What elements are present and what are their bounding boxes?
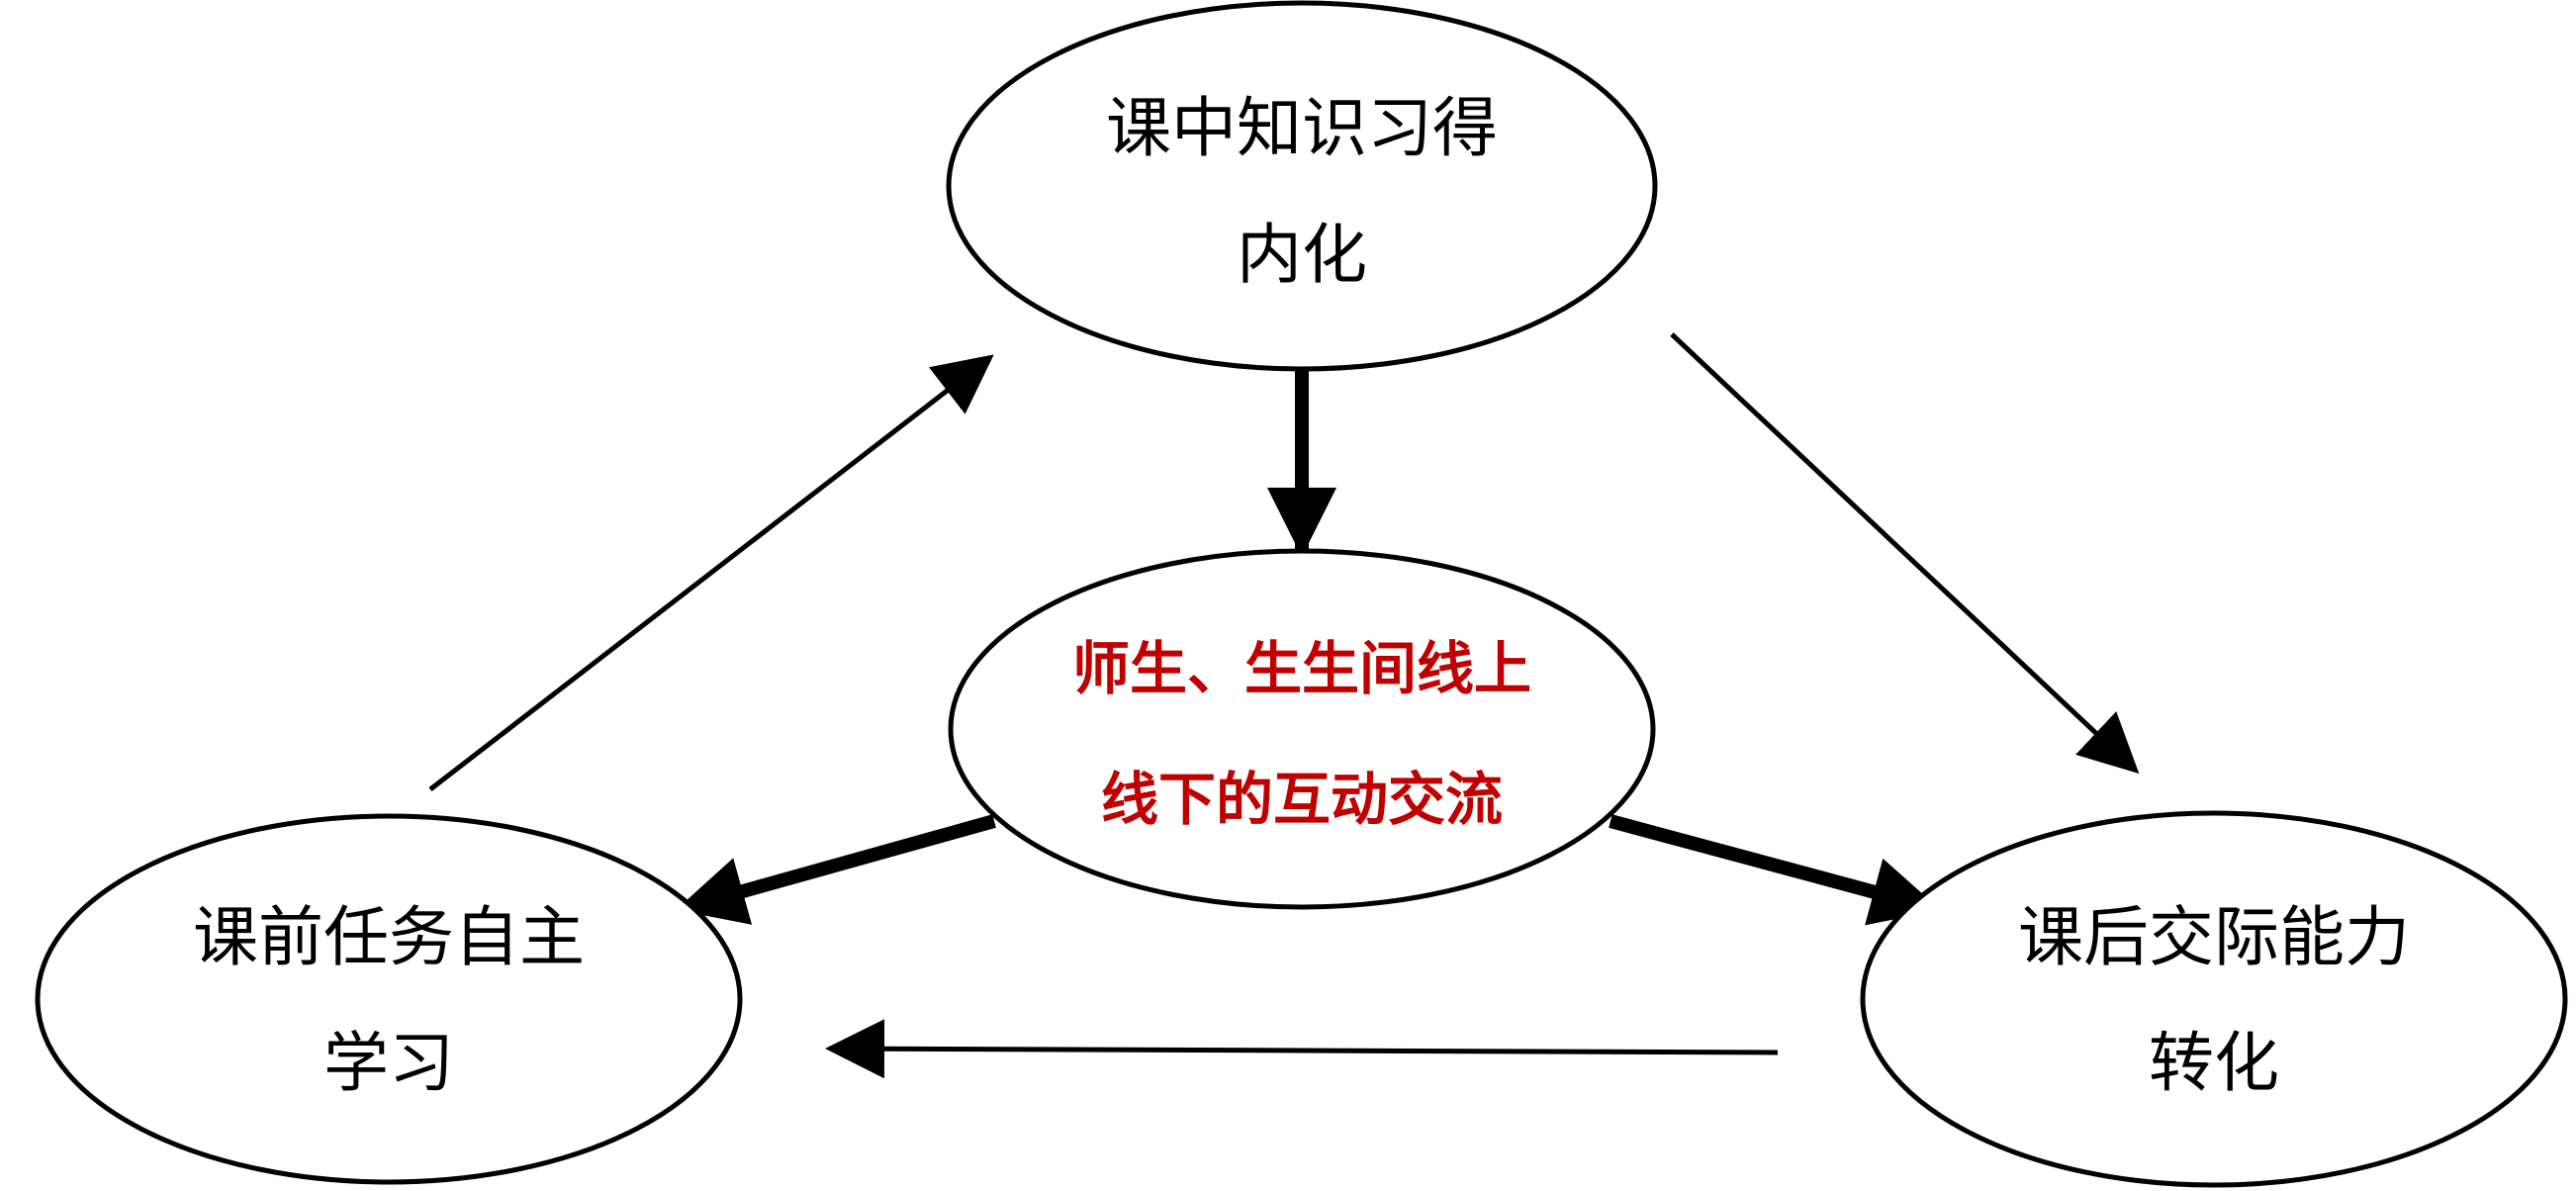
- node-top-line1: 课中知识习得: [1106, 90, 1498, 166]
- node-right-line2: 转化: [2149, 1025, 2279, 1101]
- node-top: 课中知识习得 内化: [946, 0, 1658, 372]
- node-center: 师生、生生间线上 线下的互动交流: [948, 548, 1656, 910]
- arrow-right-to-left: [825, 1019, 1779, 1079]
- node-right-line1: 课后交际能力: [2018, 899, 2410, 975]
- arrow-center-to-left: [676, 814, 996, 925]
- node-left-line1: 课前任务自主: [193, 899, 585, 975]
- arrow-center-to-right: [1609, 814, 1941, 926]
- node-top-line2: 内化: [1237, 217, 1367, 293]
- node-center-line1: 师生、生生间线上: [1072, 635, 1531, 702]
- node-left: 课前任务自主 学习: [35, 813, 743, 1185]
- node-left-line2: 学习: [323, 1025, 454, 1101]
- node-center-line2: 线下的互动交流: [1101, 766, 1503, 833]
- arrow-left-to-top: [428, 354, 994, 791]
- arrow-top-to-right: [1670, 332, 2140, 775]
- node-right: 课后交际能力 转化: [1860, 810, 2568, 1188]
